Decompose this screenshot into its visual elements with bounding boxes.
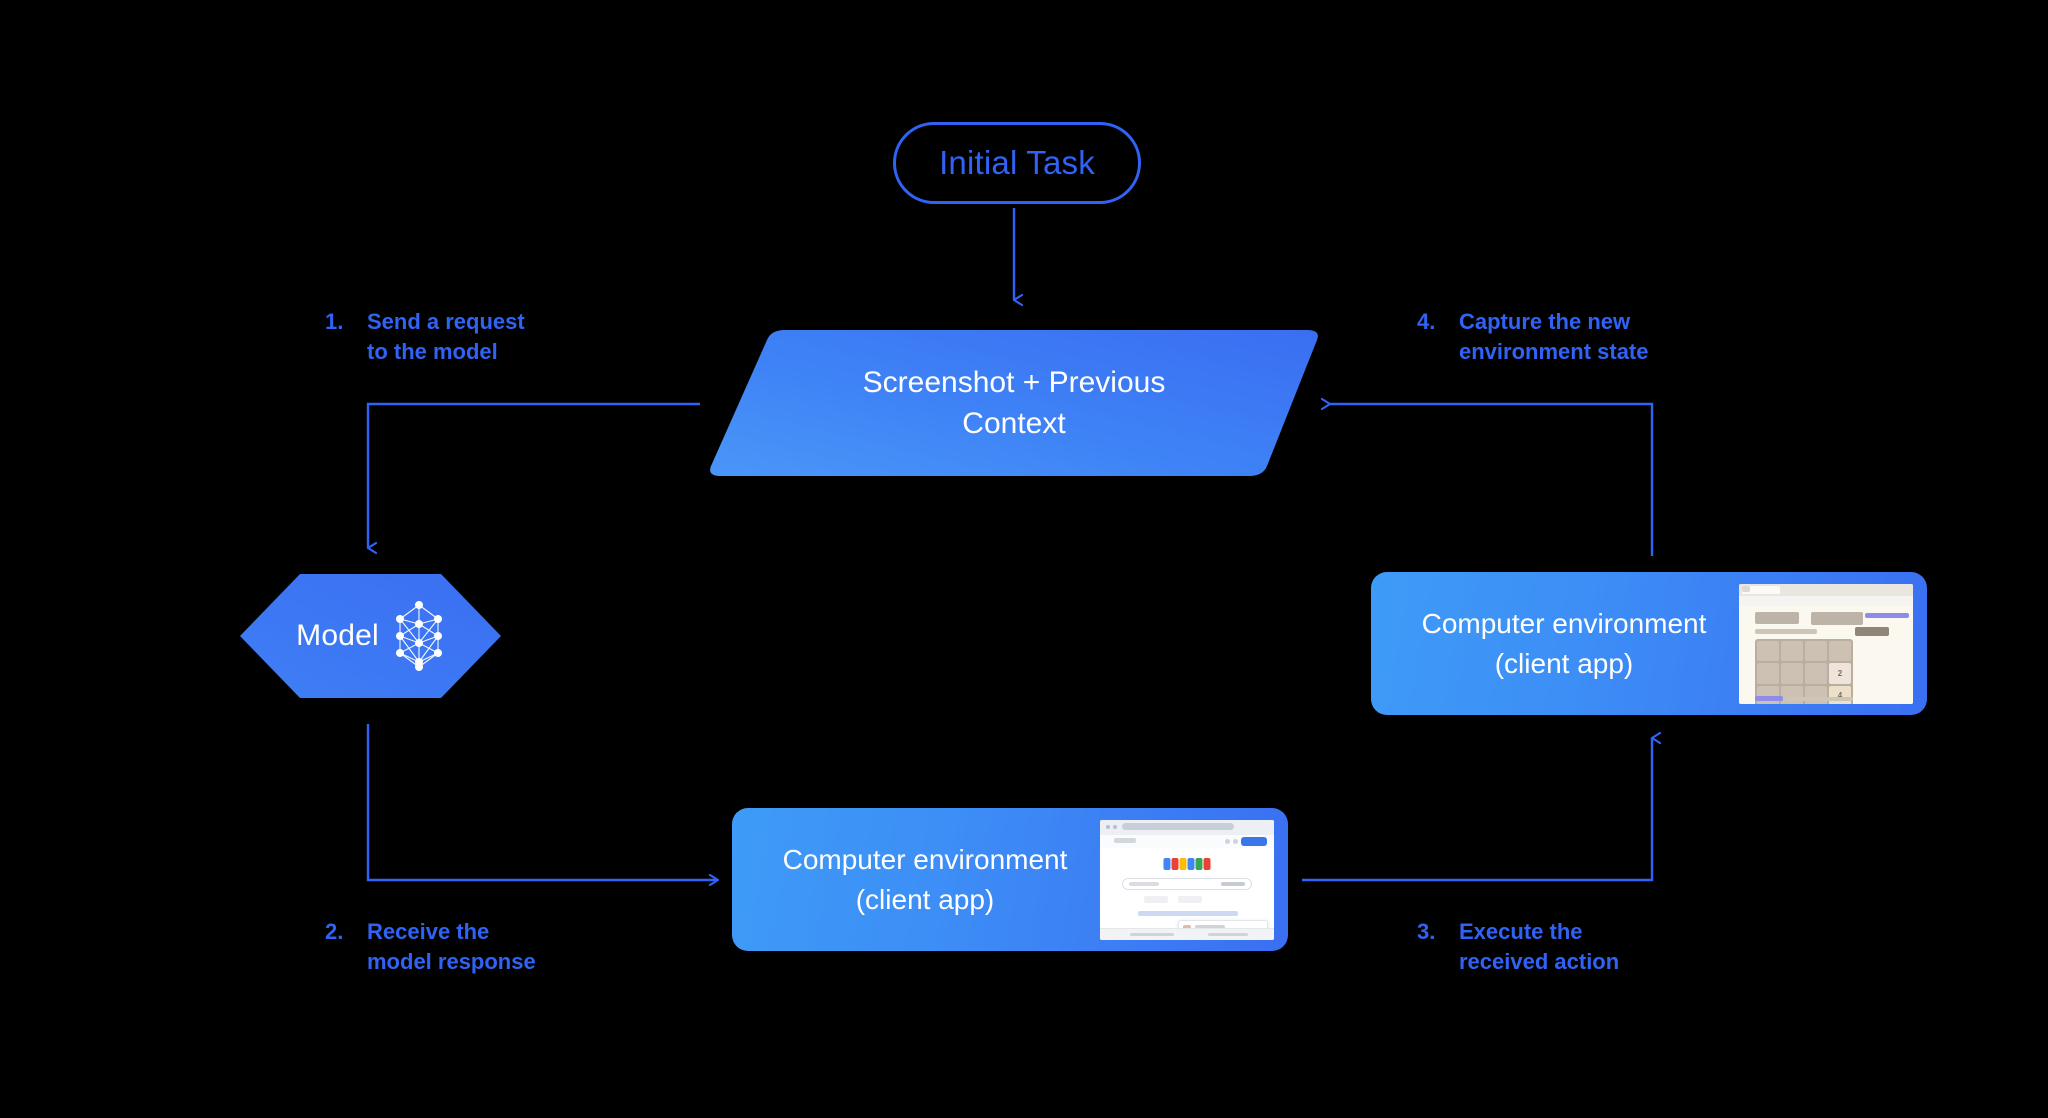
sign-in-button — [1241, 836, 1267, 846]
hexagon-shape — [240, 574, 501, 698]
game-title — [1755, 611, 1799, 624]
game-restart-button — [1855, 626, 1889, 636]
game-cell — [1757, 663, 1779, 684]
step-2-number: 2. — [325, 919, 344, 944]
browser-chrome — [1739, 583, 1913, 596]
game-cell — [1757, 640, 1779, 661]
google-logo — [1163, 857, 1211, 870]
game-footer-text — [1787, 696, 1853, 701]
browser-url-row — [1739, 595, 1913, 606]
language-links — [1138, 910, 1238, 916]
feeling-lucky-button — [1178, 895, 1202, 903]
popup-title — [1195, 924, 1225, 929]
footer-links-left — [1130, 932, 1174, 936]
page-footer — [1100, 927, 1274, 940]
step-1-label: 1. Send a request to the model — [325, 307, 525, 367]
game-score-boxes — [1811, 611, 1863, 625]
google-search-thumbnail — [1100, 819, 1274, 940]
step-3-number: 3. — [1417, 919, 1436, 944]
step-4-number: 4. — [1417, 309, 1436, 334]
step-2-label: 2. Receive the model response — [325, 917, 536, 977]
environment-bottom-label: Computer environment (client app) — [732, 840, 1100, 920]
context-label-line1: Screenshot + Previous — [862, 366, 1166, 399]
google-search-button — [1144, 895, 1168, 903]
environment-card-bottom[interactable]: Computer environment (client app) — [732, 808, 1288, 951]
step-1-number: 1. — [325, 309, 344, 334]
environment-right-line2: (client app) — [1494, 647, 1634, 679]
browser-url-box — [1742, 585, 1750, 592]
parallelogram-shape — [710, 330, 1318, 476]
initial-task-label: Initial Task — [939, 144, 1095, 181]
arrow-step-3-environment-to-environment — [1302, 738, 1652, 882]
google-search-box — [1122, 877, 1252, 890]
game-subtitle — [1755, 628, 1817, 634]
game-new-game-link — [1865, 612, 1909, 618]
browser-tab — [1742, 585, 1780, 594]
environment-bottom-line1: Computer environment — [782, 843, 1068, 875]
game-cell — [1805, 663, 1827, 684]
step-3-label: 3. Execute the received action — [1417, 917, 1619, 977]
game-cell — [1781, 663, 1803, 684]
game-cell — [1781, 685, 1803, 704]
initial-task-node[interactable]: Initial Task — [893, 122, 1141, 204]
game-cell — [1805, 640, 1827, 661]
context-node[interactable]: Screenshot + Previous Context — [707, 330, 1321, 476]
environment-card-right[interactable]: Computer environment (client app) — [1371, 572, 1927, 715]
environment-right-label: Computer environment (client app) — [1371, 604, 1739, 684]
game-tile: 2 — [1829, 663, 1851, 684]
search-placeholder — [1129, 881, 1159, 886]
context-label-line2: Context — [962, 407, 1066, 440]
browser-tab — [1114, 837, 1136, 843]
apps-icon — [1225, 838, 1230, 844]
browser-back-icon — [1106, 824, 1110, 829]
step-2-text: Receive the model response — [367, 919, 536, 974]
game-cell — [1781, 640, 1803, 661]
neural-network-icon — [395, 601, 442, 671]
environment-bottom-line2: (client app) — [855, 883, 995, 915]
search-icons — [1221, 881, 1245, 886]
game-2048-thumbnail: 2 4 4 8 — [1739, 583, 1913, 704]
step-4-text: Capture the new environment state — [1459, 309, 1649, 364]
step-3-text: Execute the received action — [1459, 919, 1620, 974]
game-page: 2 4 4 8 — [1739, 605, 1913, 704]
footer-links-right — [1208, 932, 1248, 936]
browser-url-bar — [1122, 822, 1234, 830]
environment-right-line1: Computer environment — [1421, 607, 1707, 639]
gmail-icon — [1233, 838, 1238, 844]
step-4-label: 4. Capture the new environment state — [1417, 307, 1649, 367]
arrow-step-2-model-to-environment — [366, 724, 718, 880]
game-footer-link — [1755, 695, 1783, 701]
game-tile: 4 — [1829, 685, 1851, 704]
game-cell — [1829, 640, 1851, 661]
model-label: Model — [296, 619, 379, 652]
game-cell — [1805, 685, 1827, 704]
arrow-step-1-context-to-model — [366, 402, 700, 548]
model-node[interactable]: Model — [238, 572, 503, 700]
arrow-step-4-environment-to-context — [1330, 404, 1654, 556]
browser-toolbar — [1100, 834, 1274, 848]
browser-forward-icon — [1113, 824, 1117, 829]
step-1-text: Send a request to the model — [367, 309, 525, 364]
game-cell — [1757, 685, 1779, 704]
game-grid: 2 4 4 8 — [1755, 638, 1853, 704]
